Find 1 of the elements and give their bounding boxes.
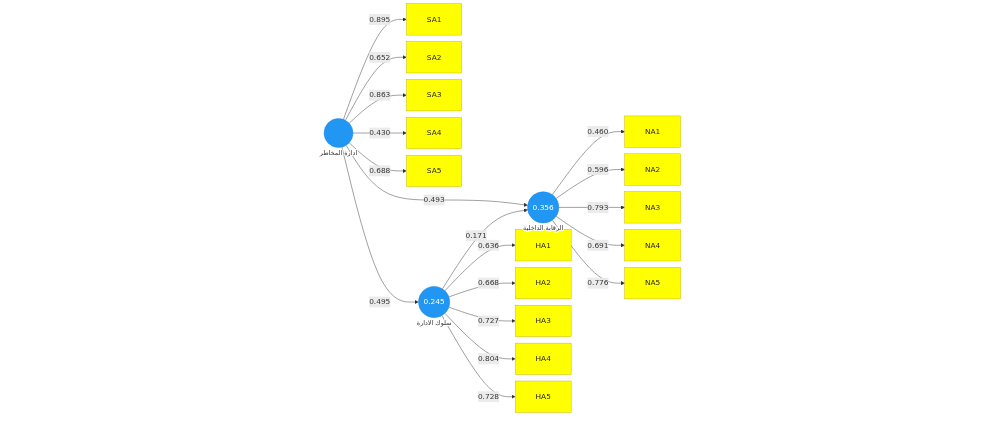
node-circle <box>324 118 354 148</box>
